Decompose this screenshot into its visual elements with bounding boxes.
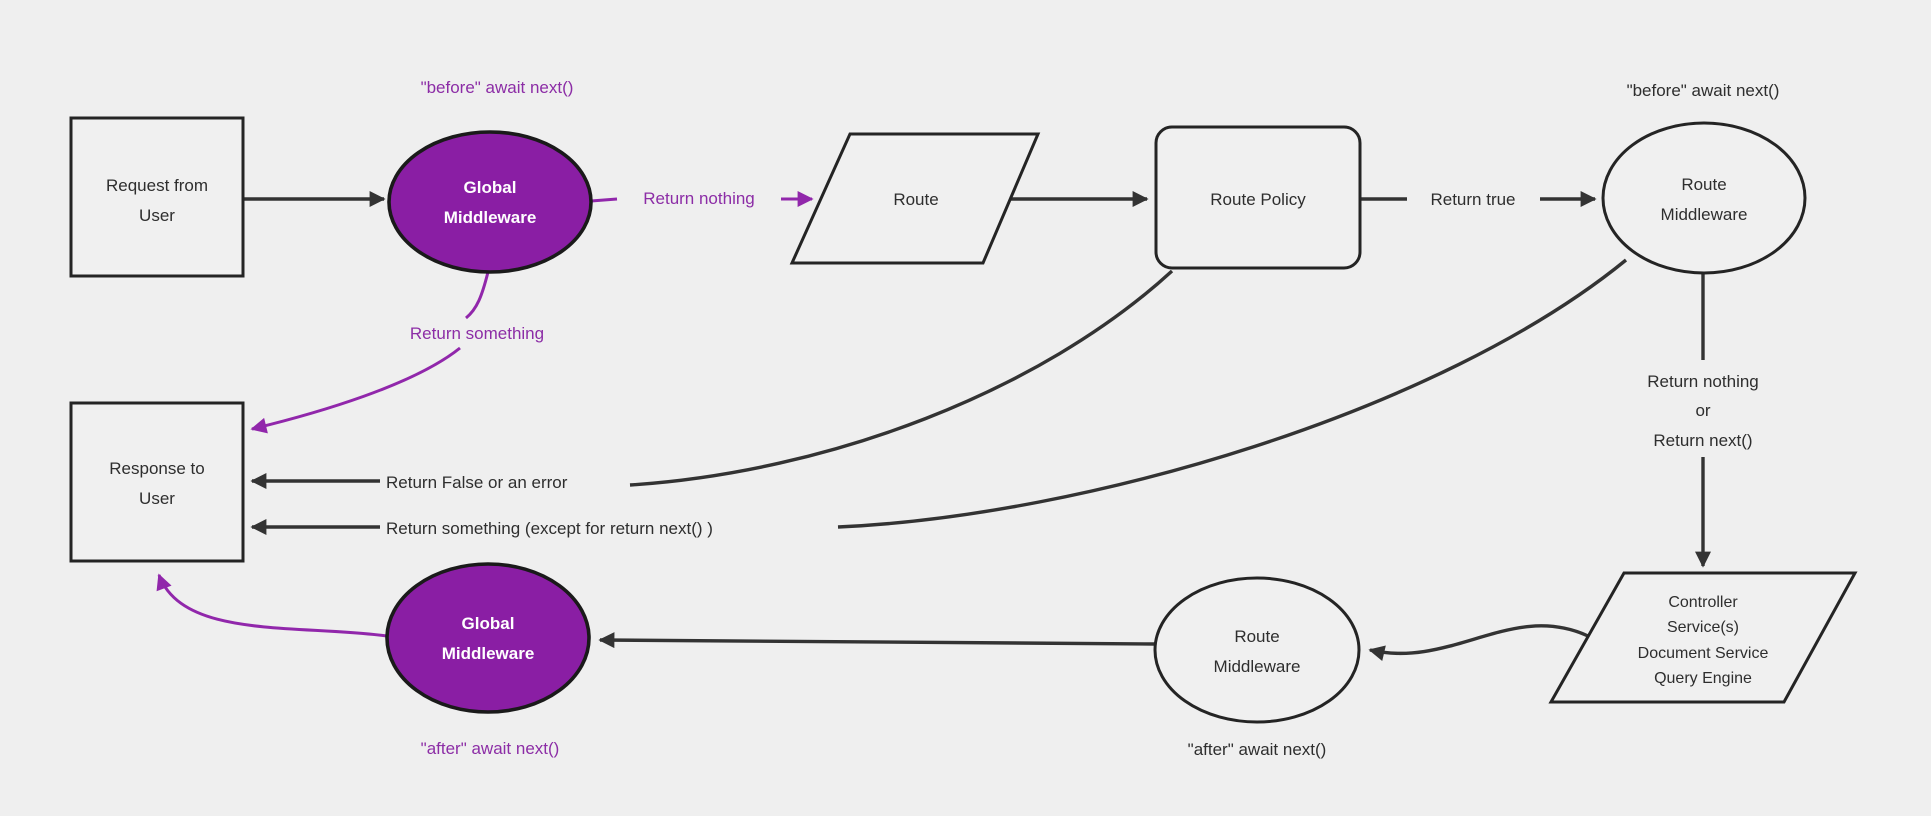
node-route-policy-label: Route Policy (1210, 190, 1306, 209)
label-return-false-or-error: Return False or an error (386, 473, 568, 492)
edge-route-policy-to-return-false (629, 269, 1174, 487)
node-route (789, 132, 1041, 265)
node-global-middleware-bottom-line1: Global (462, 614, 515, 633)
edge-route-middleware-bottom-to-global-middleware-bottom (598, 632, 1156, 649)
node-route-label: Route (893, 190, 938, 209)
node-route-middleware-bottom (1153, 576, 1361, 724)
label-return-nothing: Return nothing (643, 189, 755, 208)
node-response-to-user (69, 401, 245, 563)
label-return-something-except: Return something (except for return next… (386, 519, 713, 538)
node-global-middleware-top-line1: Global (464, 178, 517, 197)
label-after-await-next-left: "after" await next() (421, 739, 560, 758)
edge-labels: "before" await next() Return nothing Ret… (386, 78, 1779, 759)
node-controller-line4: Query Engine (1654, 670, 1752, 687)
edge-global-middleware-to-return-nothing (590, 197, 618, 203)
node-request-label-line2: User (139, 206, 175, 225)
node-controller-line3: Document Service (1638, 645, 1769, 662)
node-route-middleware-top-line2: Middleware (1661, 205, 1748, 224)
node-global-middleware-top (387, 130, 593, 274)
label-return-true: Return true (1430, 190, 1515, 209)
node-request-from-user (69, 116, 245, 278)
label-before-await-next-top: "before" await next() (421, 78, 574, 97)
nodes: Request from User Global Middleware Rout… (69, 116, 1858, 724)
label-return-nothing-or-line1: Return nothing (1647, 372, 1759, 391)
edge-controller-to-route-middleware-bottom (1368, 624, 1589, 662)
label-before-await-next-right: "before" await next() (1627, 81, 1780, 100)
label-return-nothing-or-line2: or (1695, 401, 1710, 420)
node-route-middleware-top (1601, 121, 1807, 275)
node-route-middleware-top-line1: Route (1681, 175, 1726, 194)
node-controller-line2: Service(s) (1667, 619, 1739, 636)
node-response-label-line1: Response to (109, 459, 204, 478)
node-response-label-line2: User (139, 489, 175, 508)
node-route-middleware-bottom-line1: Route (1234, 627, 1279, 646)
label-after-await-next-right: "after" await next() (1188, 740, 1327, 759)
node-controller-services (1548, 571, 1858, 704)
edge-global-middleware-bottom-to-response (156, 573, 388, 638)
edge-global-middleware-to-return-something (465, 271, 490, 320)
node-route-policy (1154, 125, 1362, 270)
node-global-middleware-bottom (385, 562, 591, 714)
node-global-middleware-top-line2: Middleware (444, 208, 537, 227)
label-return-nothing-or-line3: Return next() (1653, 431, 1752, 450)
node-route-middleware-bottom-line2: Middleware (1214, 657, 1301, 676)
node-controller-line1: Controller (1668, 594, 1738, 611)
edge-route-middleware-to-return-something-except (837, 258, 1628, 529)
edges (156, 191, 1711, 662)
node-global-middleware-bottom-line2: Middleware (442, 644, 535, 663)
label-return-something: Return something (410, 324, 544, 343)
node-request-label-line1: Request from (106, 176, 208, 195)
edge-return-something-to-response (250, 346, 461, 434)
